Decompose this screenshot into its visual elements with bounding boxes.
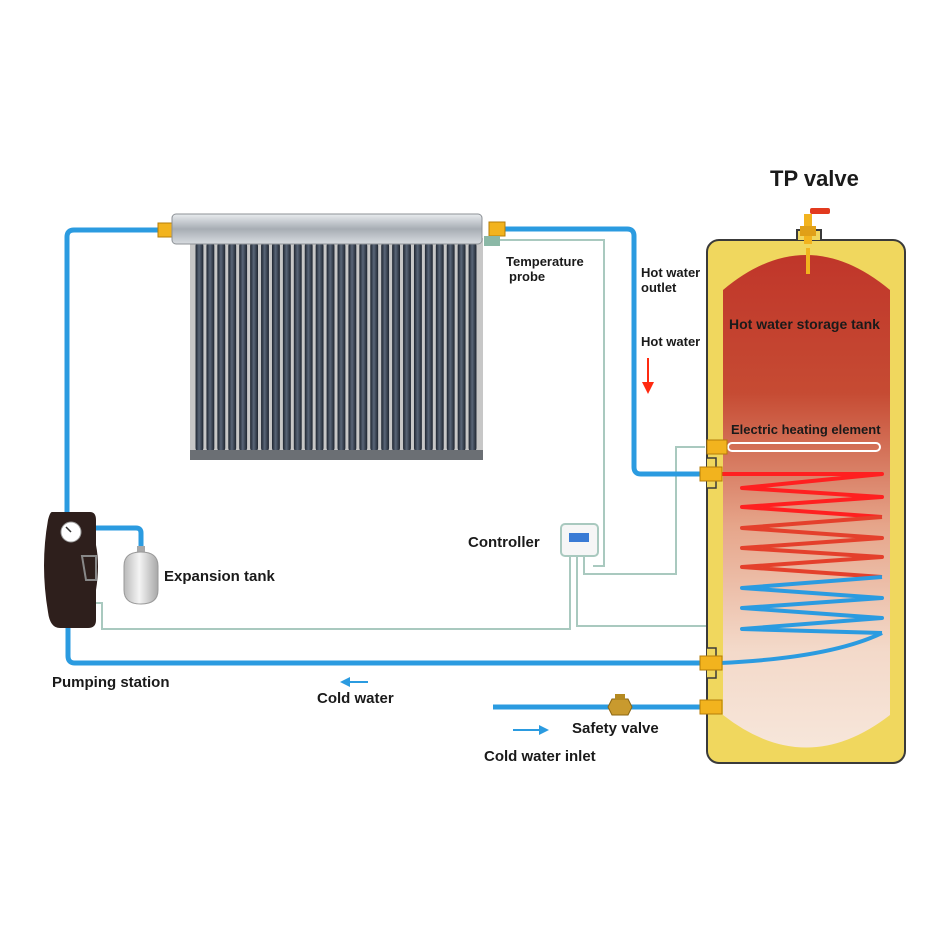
collector-tube bbox=[392, 242, 400, 452]
tp-valve-body bbox=[800, 226, 816, 236]
collector-tube bbox=[457, 242, 466, 452]
collector-tube bbox=[435, 242, 444, 452]
tp-valve-probe bbox=[806, 248, 810, 274]
expansion-tank-body bbox=[123, 551, 159, 605]
hot-water-arrow-icon bbox=[642, 358, 654, 394]
fitting-collector-right bbox=[488, 221, 506, 237]
collector-tube bbox=[446, 242, 455, 452]
cold-water-return-pipe bbox=[65, 626, 706, 666]
collector-tube bbox=[381, 242, 390, 452]
controller-display bbox=[569, 533, 589, 542]
temperature-probe-wire bbox=[498, 239, 605, 567]
hot-water-outlet-label-line2: outlet bbox=[641, 280, 677, 295]
fitting-cold-inlet bbox=[699, 699, 723, 715]
expansion-tank bbox=[123, 546, 159, 605]
safety-valve-body bbox=[607, 698, 633, 716]
temperature-probe-label-line1: Temperature bbox=[506, 254, 584, 269]
coil-hot-section bbox=[720, 472, 884, 519]
tank-sensor-wire bbox=[583, 446, 705, 575]
collector-tube bbox=[337, 242, 346, 452]
heating-element-label: Electric heating element bbox=[731, 422, 881, 437]
lower-tank-sensor-wire bbox=[576, 555, 714, 627]
heat-exchanger-coil bbox=[719, 472, 884, 665]
pump-gauge-needle bbox=[65, 526, 72, 533]
collector-tube bbox=[239, 242, 248, 452]
collector-tube bbox=[271, 242, 280, 452]
flow-arrows bbox=[340, 358, 654, 735]
safety-valve-cap bbox=[615, 694, 625, 700]
collector-tube bbox=[206, 242, 215, 452]
collector-tube bbox=[282, 242, 291, 452]
pump-handle bbox=[80, 555, 97, 581]
hot-water-outlet-label-line1: Hot water bbox=[641, 265, 701, 280]
safety-valve[interactable] bbox=[607, 694, 633, 716]
safety-valve-label: Safety valve bbox=[572, 720, 659, 737]
controller-label: Controller bbox=[468, 534, 540, 551]
collector-tubes bbox=[195, 242, 477, 452]
collector-tube bbox=[195, 242, 204, 452]
heating-element-rod bbox=[727, 442, 881, 452]
collector-tube bbox=[403, 242, 411, 452]
collector-tube bbox=[370, 242, 379, 452]
collector-tube bbox=[359, 242, 368, 452]
tp-valve-lever bbox=[810, 208, 830, 214]
collector-header bbox=[171, 213, 483, 245]
collector-tube bbox=[348, 242, 357, 452]
fitting-cold-return bbox=[699, 655, 723, 671]
collector-tube bbox=[326, 242, 335, 452]
cold-water-inlet-label: Cold water inlet bbox=[484, 748, 596, 765]
cold-water-arrow-icon bbox=[340, 677, 368, 687]
coil-mid-section bbox=[740, 515, 884, 579]
fitting-heating-element bbox=[706, 439, 728, 455]
collector-bottom-rail bbox=[190, 450, 483, 460]
collector-tube bbox=[315, 242, 324, 452]
temperature-probe bbox=[484, 236, 500, 246]
collector-tube bbox=[293, 242, 302, 452]
collector-tube bbox=[304, 242, 313, 452]
pump-control-wire bbox=[96, 555, 571, 630]
hot-water-label: Hot water bbox=[641, 334, 701, 349]
controller[interactable] bbox=[560, 523, 599, 557]
tp-valve-label: TP valve bbox=[770, 166, 859, 191]
coil-return-leg bbox=[719, 631, 883, 665]
pumping-station[interactable] bbox=[44, 512, 98, 628]
electric-heating-element bbox=[727, 442, 881, 452]
collector-tube bbox=[228, 242, 237, 452]
cold-water-label: Cold water bbox=[317, 690, 394, 707]
coil-cold-section bbox=[740, 575, 884, 635]
collector-tube bbox=[250, 242, 258, 452]
collector-tube bbox=[217, 242, 226, 452]
sensor-wires bbox=[96, 239, 714, 630]
collector-tube bbox=[468, 242, 477, 452]
cold-water-inlet-arrow-icon bbox=[513, 725, 549, 735]
pump-body bbox=[44, 512, 98, 628]
temperature-probe-label-line2: probe bbox=[509, 269, 546, 284]
pipes bbox=[64, 226, 778, 710]
expansion-tank-pipe bbox=[94, 525, 144, 546]
collector-frame bbox=[190, 238, 483, 460]
tp-valve[interactable] bbox=[800, 208, 830, 274]
fitting-hot-inlet bbox=[699, 466, 723, 482]
collector-tube bbox=[261, 242, 269, 452]
collector-tube bbox=[424, 242, 433, 452]
collector-tube bbox=[413, 242, 422, 452]
pumping-station-label: Pumping station bbox=[52, 674, 170, 691]
storage-tank-label: Hot water storage tank bbox=[729, 316, 880, 332]
expansion-tank-neck bbox=[137, 546, 145, 554]
solar-collector bbox=[171, 213, 500, 460]
hot-water-pipe bbox=[505, 226, 706, 477]
collector-return-pipe bbox=[64, 227, 160, 512]
expansion-tank-label: Expansion tank bbox=[164, 568, 275, 585]
